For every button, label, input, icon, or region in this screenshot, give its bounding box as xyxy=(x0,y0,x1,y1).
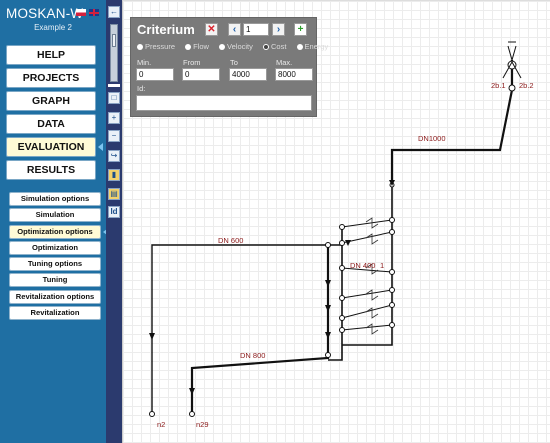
radio-cost[interactable] xyxy=(263,44,269,50)
id-label: Id: xyxy=(137,84,146,93)
label-dn800: DN 800 xyxy=(240,351,265,360)
radio-flow[interactable] xyxy=(185,44,192,50)
evaluation-submenu: Simulation options Simulation Optimizati… xyxy=(9,192,107,322)
id-icon[interactable]: Id xyxy=(108,206,120,218)
min-input[interactable]: 0 xyxy=(136,68,174,81)
menu-graph-button[interactable]: GRAPH xyxy=(6,91,96,111)
app-header: MOSKAN-W Example 2 xyxy=(0,0,106,38)
submenu-tuning[interactable]: Tuning xyxy=(9,273,101,288)
save-icon[interactable]: □ xyxy=(108,92,120,104)
pipe-dn600 xyxy=(151,244,342,412)
chart-icon[interactable]: ▮ xyxy=(108,169,120,181)
network-canvas[interactable] xyxy=(122,0,550,443)
submenu-simulation[interactable]: Simulation xyxy=(9,208,101,223)
label-dn600: DN 600 xyxy=(218,236,243,245)
submenu-revitalization[interactable]: Revitalization xyxy=(9,306,101,321)
from-label: From xyxy=(183,58,201,67)
pipe-dn1000 xyxy=(390,60,514,185)
submenu-optimization-options-label: Optimization options xyxy=(17,226,93,236)
close-icon[interactable]: ✕ xyxy=(205,23,218,36)
criterium-counter-input[interactable]: 1 xyxy=(243,23,269,36)
label-n2: n2 xyxy=(157,420,165,429)
submenu-optimization[interactable]: Optimization xyxy=(9,240,101,255)
submenu-simulation-options[interactable]: Simulation options xyxy=(9,192,101,206)
zoom-slider[interactable] xyxy=(110,24,118,82)
share-icon[interactable]: ↪ xyxy=(108,150,120,162)
zoom-in-icon[interactable]: + xyxy=(108,112,120,124)
label-2b1: 2b.1 xyxy=(491,81,506,90)
radio-energy[interactable] xyxy=(296,44,303,50)
to-label: To xyxy=(230,58,238,67)
label-1: 1 xyxy=(380,261,384,270)
radio-velocity[interactable] xyxy=(219,44,226,50)
polish-flag-icon[interactable] xyxy=(76,9,86,16)
criterion-radio-group: Pressure Flow Velocity Cost Energy xyxy=(137,42,336,51)
table-icon[interactable]: ▤ xyxy=(108,188,120,200)
label-dn1000: DN1000 xyxy=(418,134,446,143)
min-label: Min. xyxy=(137,58,152,67)
criterium-panel: Criterium ✕ ‹ 1 › + Pressure Flow Veloci… xyxy=(130,17,328,117)
chevron-right-icon[interactable]: › xyxy=(272,23,285,36)
label-n29: n29 xyxy=(196,420,209,429)
tool-strip: ← □ + − ↪ ▮ ▤ Id xyxy=(106,0,122,443)
submenu-optimization-options[interactable]: Optimization options xyxy=(9,224,107,239)
divider xyxy=(108,84,120,87)
menu-evaluation-label: EVALUATION xyxy=(17,141,85,153)
main-menu: HELP PROJECTS GRAPH DATA EVALUATION RESU… xyxy=(6,45,103,183)
active-indicator-icon xyxy=(103,228,107,235)
app-title: MOSKAN-W xyxy=(6,6,84,21)
label-dn400: DN 400 xyxy=(350,261,375,270)
menu-results-button[interactable]: RESULTS xyxy=(6,160,96,180)
menu-projects-button[interactable]: PROJECTS xyxy=(6,68,96,88)
chevron-left-icon[interactable]: ‹ xyxy=(228,23,241,36)
add-icon[interactable]: + xyxy=(294,23,307,36)
label-2b2: 2b.2 xyxy=(519,81,534,90)
sidebar: MOSKAN-W Example 2 HELP PROJECTS GRAPH D… xyxy=(0,0,107,443)
panel-title: Criterium xyxy=(137,22,195,37)
max-label: Max. xyxy=(276,58,293,67)
submenu-tuning-options[interactable]: Tuning options xyxy=(9,257,101,272)
submenu-revitalization-options[interactable]: Revitalization options xyxy=(9,289,101,304)
from-input[interactable]: 0 xyxy=(182,68,220,81)
zoom-slider-handle[interactable] xyxy=(112,34,116,47)
project-name: Example 2 xyxy=(34,23,72,32)
menu-help-button[interactable]: HELP xyxy=(6,45,96,65)
to-input[interactable]: 4000 xyxy=(229,68,267,81)
zoom-out-icon[interactable]: − xyxy=(108,130,120,142)
menu-data-button[interactable]: DATA xyxy=(6,114,96,134)
radio-pressure[interactable] xyxy=(137,44,143,50)
menu-evaluation-button[interactable]: EVALUATION xyxy=(6,137,103,157)
back-icon[interactable]: ← xyxy=(108,6,120,18)
max-input[interactable]: 8000 xyxy=(275,68,313,81)
source-node-icon xyxy=(502,41,522,79)
pipe-dn800 xyxy=(190,245,330,412)
uk-flag-icon[interactable] xyxy=(89,9,99,16)
id-textarea[interactable] xyxy=(136,95,312,111)
active-indicator-icon xyxy=(98,143,103,151)
